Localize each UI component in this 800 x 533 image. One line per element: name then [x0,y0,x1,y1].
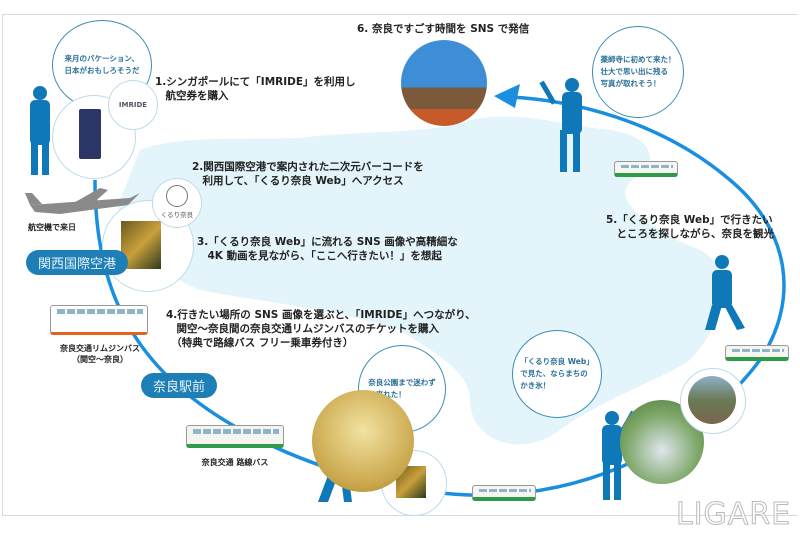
kururi-logo-text: くるり奈良 [160,211,194,219]
speech-bubble-yakushiji: 薬師寺に初めて来た！壮大で思い出に残る写真が取れそう！ [592,26,684,118]
person-icon [30,86,50,175]
city-bus-icon [186,425,284,448]
nara-park-deer-photo [312,390,414,492]
imride-logo-circle: IMRIDE [108,80,158,130]
plane-arrival-label: 航空機で来日 [28,223,76,232]
kururi-web-circle-2 [381,450,447,516]
naramachi-photo [688,376,736,424]
kururi-logo-circle: くるり奈良 [152,178,202,228]
city-bus-label: 奈良交通 路線バス [201,458,269,467]
step-4-text: 4.行きたい場所の SNS 画像を選ぶと、「IMRIDE」へつながり、 関空～奈… [166,309,476,349]
nara-station-badge: 奈良駅前 [141,373,218,398]
step-2-text: 2.関西国際空港で案内された二次元バーコードを 利用して、「くるり奈良 Web」… [192,161,424,187]
imride-logo: IMRIDE [118,101,148,109]
step-5-text: 5.「くるり奈良 Web」で行きたい ところを探しながら、奈良を観光 [606,214,774,240]
city-bus-icon [725,345,789,361]
naramachi-photo-circle [680,368,746,434]
kururi-logo-icon [166,185,188,207]
step-1-text: 1.シンガポールにて「IMRIDE」を利用し 航空券を購入 [155,76,356,102]
airplane-icon [25,188,140,214]
kansai-airport-badge: 関西国際空港 [26,250,129,275]
limousine-bus-label: 奈良交通リムジンバス（関空～奈良） [60,344,140,364]
person-selfie-icon [539,78,582,172]
arrow-head-icon [494,84,520,108]
speech-bubble-kakigori: 「くるり奈良 Web」で見た、ならまちのかき氷！ [512,330,602,418]
step-3-text: 3.「くるり奈良 Web」に流れる SNS 画像や高精細な 4K 動画を見ながら… [197,236,458,262]
limousine-bus-icon [50,305,148,335]
ligare-watermark: LIGARE [675,497,792,533]
step-6-text: 6. 奈良ですごす時間を SNS で発信 [357,23,530,35]
phone-screen-icon [79,109,101,159]
city-bus-icon [472,485,536,501]
person-walking-icon [705,255,745,330]
yakushiji-temple-photo [401,40,487,126]
city-bus-icon [614,161,678,177]
frame [2,14,798,516]
